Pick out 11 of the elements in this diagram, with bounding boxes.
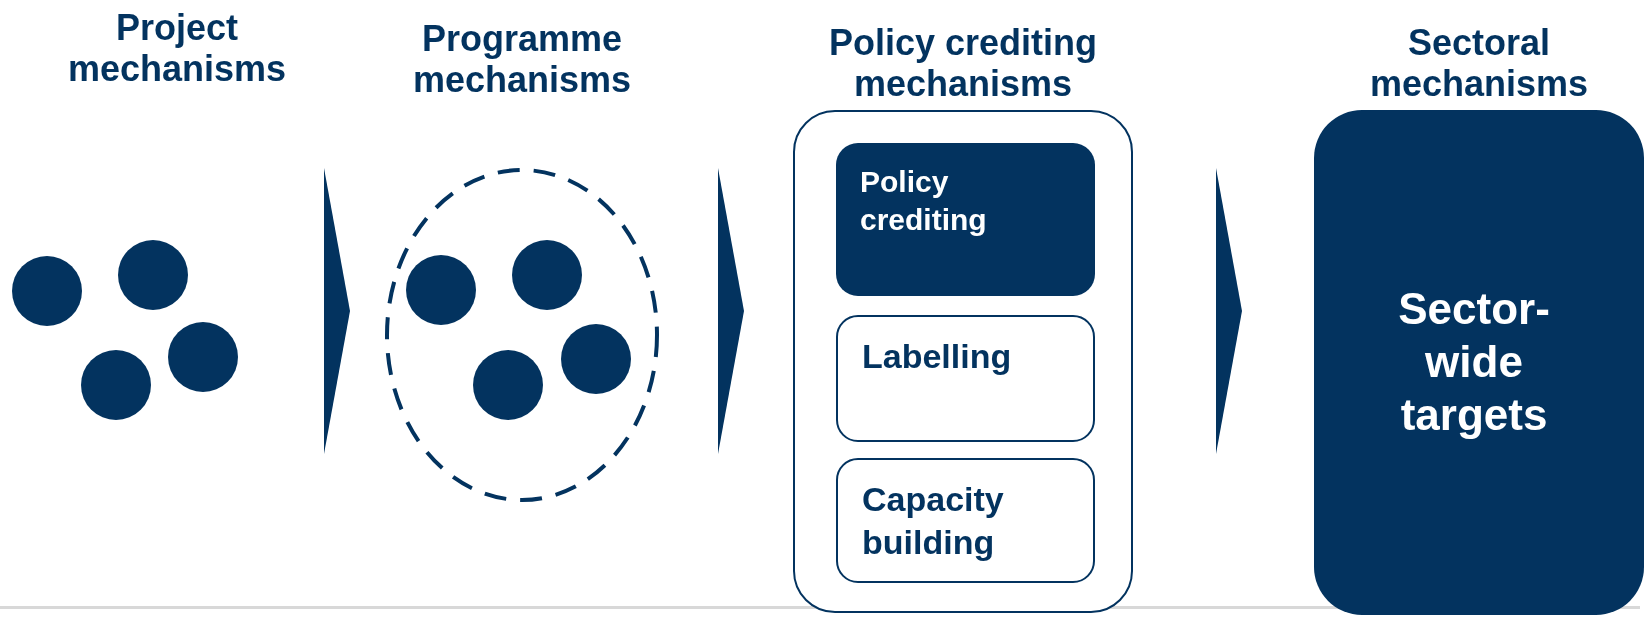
column-heading: Project mechanisms xyxy=(66,8,288,90)
box-label: Labelling xyxy=(862,336,1013,377)
column-heading: Programme mechanisms xyxy=(411,18,633,100)
box-label: Capacity building xyxy=(862,479,1005,563)
process-box xyxy=(836,458,1095,583)
column-heading: Sectoral mechanisms xyxy=(1368,22,1590,104)
process-box xyxy=(836,315,1095,442)
box-label: Sector-wide targets xyxy=(1397,283,1551,441)
box-label: Policy crediting xyxy=(860,164,988,238)
process-box xyxy=(836,143,1095,296)
column-heading: Policy crediting mechanisms xyxy=(827,22,1099,104)
